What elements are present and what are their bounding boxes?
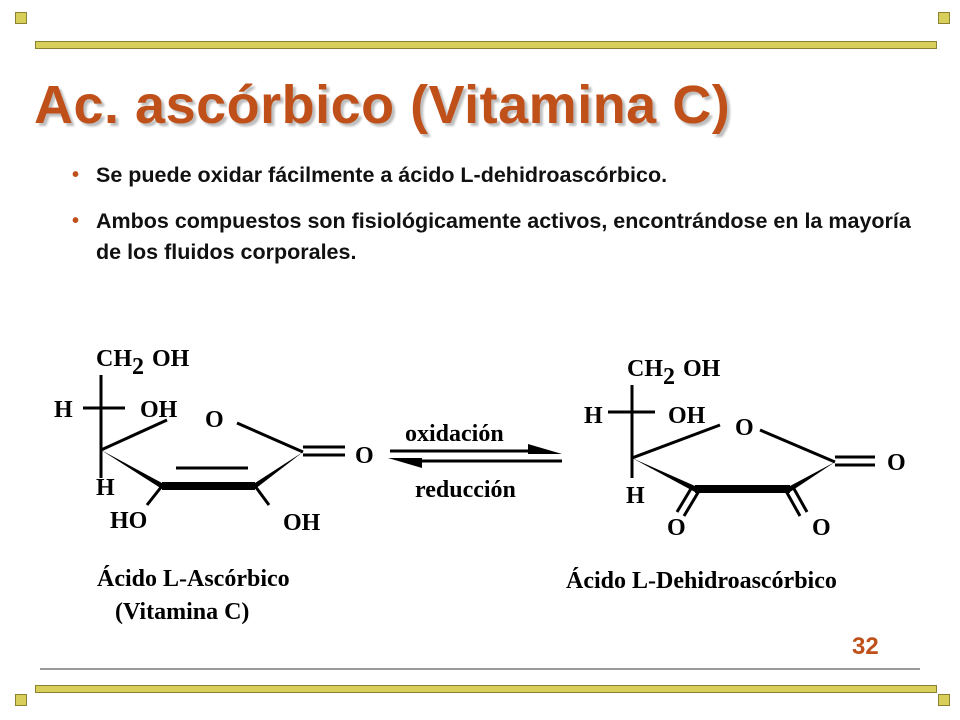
bottom-decorative-bar [35,685,937,693]
h-lower-label: H [626,483,645,509]
ho-label: HO [110,508,147,534]
h-lower-label: H [96,475,115,501]
ring-oxygen-label: O [205,407,224,433]
corner-square-bottom-right [938,694,950,706]
corner-square-top-right [938,12,950,24]
h-upper-label: H [54,397,73,423]
oh-upper-label: OH [668,403,706,429]
keto-oxygen-left-label: O [667,515,686,541]
reduction-label: reducción [415,477,516,503]
ascorbic-name-line1: Ácido L-Ascórbico [97,566,290,592]
bullet-text: Se puede oxidar fácilmente a ácido L-deh… [96,163,668,187]
corner-square-bottom-left [15,694,27,706]
equilibrium-arrows: oxidación reducción [388,421,562,503]
top-decorative-bar [35,41,937,49]
ascorbic-name-line2: (Vitamina C) [115,599,249,625]
carbonyl-oxygen-label: O [887,450,906,476]
bullet-dot-icon: • [72,210,80,232]
keto-oxygen-right-label: O [812,515,831,541]
oh-upper-label: OH [140,397,178,423]
bullet-list: • Se puede oxidar fácilmente a ácido L-de… [72,160,916,283]
ring-oxygen-label: O [735,415,754,441]
h-upper-label: H [584,403,603,429]
carbonyl-oxygen-label: O [355,443,374,469]
bottom-divider-line [40,668,920,670]
corner-square-top-left [15,12,27,24]
bullet-item: • Se puede oxidar fácilmente a ácido L-de… [72,160,916,191]
dehydroascorbic-name: Ácido L-Dehidroascórbico [566,568,837,594]
oh-lower-label: OH [283,510,321,536]
bullet-item: • Ambos compuestos son fisiológicamente a… [72,206,916,268]
slide-title: Ac. ascórbico (Vitamina C) [34,75,731,135]
bullet-text: Ambos compuestos son fisiológicamente ac… [96,209,911,264]
oxidation-label: oxidación [405,421,504,447]
page-number: 32 [852,633,879,660]
bullet-dot-icon: • [72,164,80,186]
